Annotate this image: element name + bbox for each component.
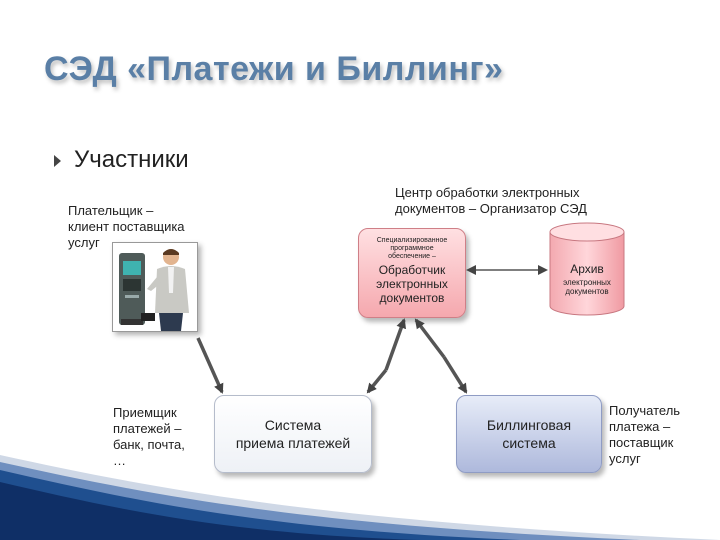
recipient-label-line: Получатель xyxy=(609,403,681,418)
payment-system-box: Система приема платежей xyxy=(214,395,372,473)
payment-system-text: Система приема платежей xyxy=(215,416,371,452)
recipient-label-line: поставщик xyxy=(609,435,674,450)
slide-title: СЭД «Платежи и Биллинг» xyxy=(44,50,504,88)
payer-label-line: Плательщик – xyxy=(68,203,154,218)
arrow-payer-to-payment xyxy=(196,337,224,394)
acceptor-label: Приемщик платежей – банк, почта, … xyxy=(113,405,185,469)
processor-main-line: Обработчик xyxy=(378,263,446,277)
processor-box: Специализированное программное обеспечен… xyxy=(358,228,466,318)
payment-system-line: Система xyxy=(264,417,322,433)
recipient-label-line: услуг xyxy=(609,451,641,466)
decorative-wave xyxy=(0,455,720,540)
arrow-to-billing-system xyxy=(442,356,468,394)
archive-title: Архив xyxy=(570,262,604,276)
processor-main-text: Обработчик электронных документов xyxy=(359,263,465,305)
recipient-label-line: платежа – xyxy=(609,419,671,434)
center-label: Центр обработки электронных документов –… xyxy=(395,185,587,217)
center-label-line: документов – Организатор СЭД xyxy=(395,201,587,216)
billing-system-text: Биллинговая система xyxy=(457,416,601,452)
triangle-right-icon xyxy=(54,155,61,167)
arrow-to-processor-left xyxy=(384,318,406,371)
billing-system-line: Биллинговая xyxy=(486,417,572,433)
archive-subtitle: электронных документов xyxy=(548,278,626,296)
acceptor-label-line: Приемщик xyxy=(113,405,177,420)
billing-system-box: Биллинговая система xyxy=(456,395,602,473)
processor-small-text: Специализированное программное обеспечен… xyxy=(359,237,465,261)
archive-sub-line: электронных xyxy=(563,278,611,287)
processor-main-line: документов xyxy=(379,291,445,305)
person-at-atm-icon xyxy=(112,242,198,332)
archive-sub-line: документов xyxy=(565,287,609,296)
processor-small-line: программное xyxy=(390,245,434,252)
bullet-participants: Участники xyxy=(74,146,189,173)
payer-label-line: клиент поставщика xyxy=(68,219,185,234)
arrow-to-processor-right xyxy=(414,318,446,359)
center-label-line: Центр обработки электронных xyxy=(395,185,580,200)
payment-system-line: приема платежей xyxy=(235,435,351,451)
acceptor-label-line: платежей – xyxy=(113,421,182,436)
acceptor-label-line: … xyxy=(113,453,126,468)
processor-small-line: Специализированное xyxy=(376,237,448,244)
billing-system-line: система xyxy=(502,435,556,451)
recipient-label: Получатель платежа – поставщик услуг xyxy=(609,403,680,467)
arrow-to-payment-system xyxy=(366,368,388,394)
archive-cylinder: Архив электронных документов xyxy=(548,222,626,318)
acceptor-label-line: банк, почта, xyxy=(113,437,185,452)
processor-small-line: обеспечение – xyxy=(388,253,436,260)
payer-label: Плательщик – клиент поставщика услуг xyxy=(68,203,185,251)
payer-label-line: услуг xyxy=(68,235,100,250)
processor-main-line: электронных xyxy=(376,277,448,291)
